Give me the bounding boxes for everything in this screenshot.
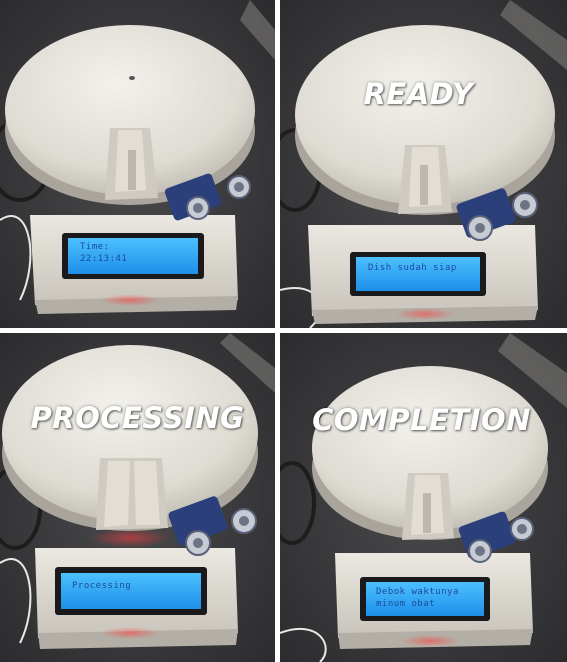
photo-panel-completion: COMPLETION Debok waktunya minum obat [280, 333, 567, 662]
lcd-line-1: Dish sudah siap [368, 263, 457, 273]
lcd-line-1: Time: [80, 242, 110, 252]
photo-panel-ready: READY Dish sudah siap [280, 0, 567, 328]
device-photo [0, 333, 275, 662]
device-photo [280, 0, 567, 328]
status-label: COMPLETION [312, 403, 531, 437]
lcd-line-1: Processing [72, 581, 132, 591]
photo-panel-processing: PROCESSING Processing [0, 333, 275, 662]
status-label: PROCESSING [30, 401, 245, 435]
status-label: READY [363, 77, 474, 111]
lcd-line-2: minum obat [376, 599, 436, 609]
device-photo [0, 0, 275, 328]
lcd-line-1: Debok waktunya [376, 587, 459, 597]
photo-panel-time: Time: 22:13:41 [0, 0, 275, 328]
device-photo [280, 333, 567, 662]
lcd-line-2: 22:13:41 [80, 254, 128, 264]
